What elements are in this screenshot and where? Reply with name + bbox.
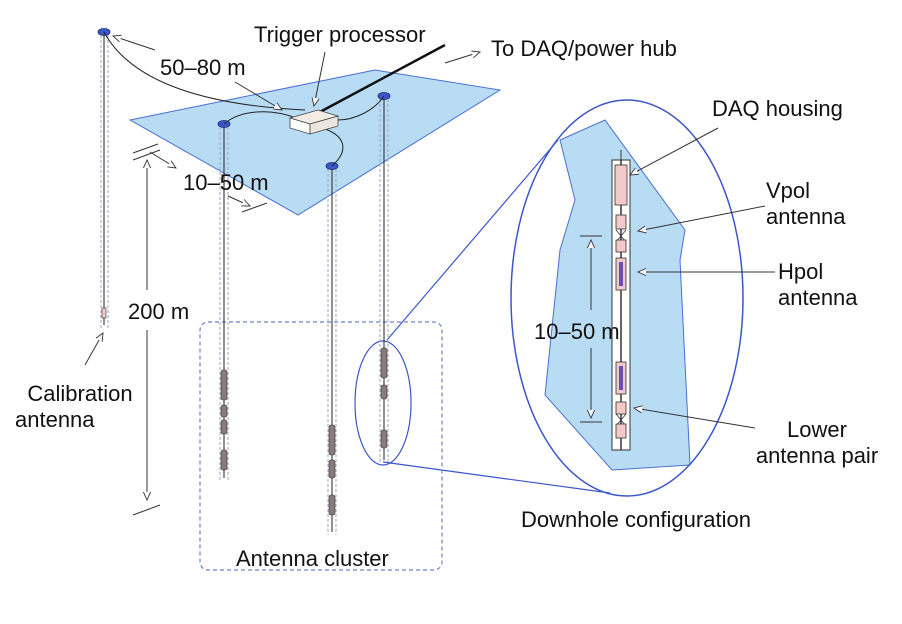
label-downhole-configuration: Downhole configuration: [521, 507, 751, 532]
spacing-arrow-b: [227, 195, 250, 206]
arrow-lower-pair: [634, 408, 756, 429]
label-calibration-line1: Calibration: [27, 381, 133, 406]
label-vpol-antenna: Vpol antenna: [766, 178, 846, 230]
label-vpol-line2: antenna: [766, 204, 846, 229]
cable-string-3: [337, 95, 385, 121]
spacing-arrow-a: [149, 151, 176, 168]
label-hpol-antenna: Hpol antenna: [778, 259, 858, 311]
label-hpol-line1: Hpol: [778, 259, 824, 284]
arrow-daq-housing: [630, 127, 719, 175]
label-daq-housing: DAQ housing: [712, 96, 843, 121]
daq-housing-box: [614, 164, 628, 206]
string-highlight-ellipse: [354, 340, 412, 466]
inset-string: [611, 150, 631, 451]
zoom-line-upper: [386, 139, 559, 341]
label-lower-antenna-pair: Lower antenna pair: [742, 417, 892, 469]
label-lower-line2: antenna pair: [755, 443, 879, 468]
label-inset-distance-10-50: 10–50 m: [534, 319, 620, 344]
arrow-vpol: [638, 205, 766, 231]
label-trigger-processor: Trigger processor: [254, 22, 426, 47]
string-2: [325, 162, 339, 535]
calibration-string: [97, 28, 111, 330]
depth-tick-bottom: [132, 504, 161, 516]
trigger-processor-box: [288, 109, 340, 135]
cable-string-2: [321, 127, 344, 167]
label-calibration-line2: antenna: [15, 407, 95, 432]
label-lower-line1: Lower: [787, 417, 847, 442]
label-distance-50-80: 50–80 m: [160, 55, 246, 80]
label-hpol-line2: antenna: [778, 285, 858, 310]
label-vpol-line1: Vpol: [766, 178, 811, 203]
downhole-inset-ellipse: [510, 99, 744, 497]
arrow-trigger-processor: [314, 51, 326, 106]
ice-surface: [128, 69, 502, 216]
label-calibration-antenna: Calibration antenna: [15, 381, 145, 433]
zoom-line-lower: [382, 461, 611, 494]
label-depth-200: 200 m: [128, 299, 190, 324]
label-distance-10-50: 10–50 m: [183, 170, 269, 195]
arrow-calibration: [84, 333, 103, 366]
spacing-mark-top: [132, 143, 159, 154]
cable-string-1: [223, 111, 297, 125]
cable-to-daq: [317, 43, 446, 115]
arrow-50-80-left: [113, 36, 156, 51]
label-to-daq: To DAQ/power hub: [491, 36, 677, 61]
label-antenna-cluster: Antenna cluster: [236, 546, 389, 571]
vpol-antenna-lower: [615, 401, 627, 415]
cable-calibration: [103, 31, 306, 111]
arrow-50-80-right: [234, 81, 282, 110]
antenna-cluster-box: [199, 321, 443, 571]
arrow-to-daq: [444, 52, 480, 64]
string-3: [377, 92, 391, 462]
depth-tick-top: [132, 149, 161, 161]
spacing-mark-bottom: [241, 202, 268, 213]
vpol-antenna-upper: [615, 214, 627, 230]
string-1: [217, 120, 231, 480]
